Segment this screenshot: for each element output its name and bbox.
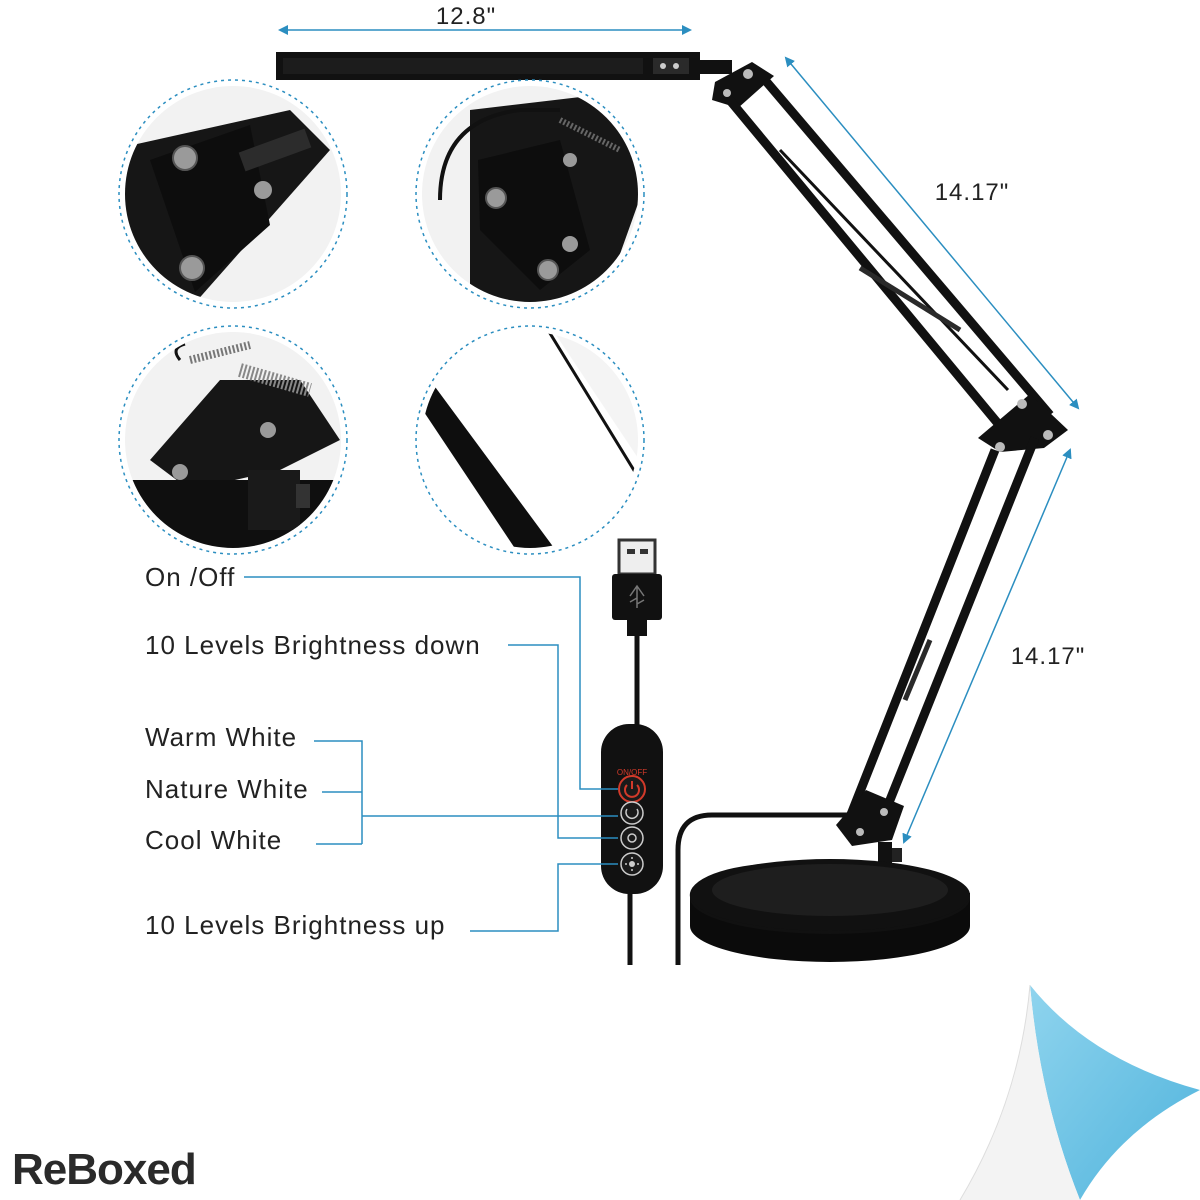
upper-joint [712, 62, 774, 108]
label-on-off: On /Off [145, 562, 235, 592]
dimension-head-width: 12.8" [278, 3, 692, 35]
dimension-lower-arm: 14.17" [902, 448, 1086, 844]
color-temperature-icon [627, 833, 637, 843]
dimension-upper-arm-label: 14.17" [935, 179, 1010, 206]
dimension-upper-arm: 14.17" [784, 56, 1080, 410]
label-cool-white: Cool White [145, 825, 282, 855]
brand-logo: ReBoxed [12, 1145, 196, 1194]
controller-marking: ON/OFF [617, 768, 647, 777]
controller-button-brightness-up[interactable] [620, 852, 644, 876]
label-nature-white: Nature White [145, 774, 309, 804]
controller-button-brightness-down[interactable] [620, 801, 644, 825]
detail-led-panel [415, 325, 645, 555]
page-curl [959, 984, 1200, 1200]
label-warm-white: Warm White [145, 722, 297, 752]
elbow-joint [978, 394, 1068, 452]
controller-button-power[interactable] [618, 775, 646, 803]
label-brightness-up: 10 Levels Brightness up [145, 910, 446, 940]
lamp-base [689, 859, 970, 962]
detail-elbow-joint [415, 79, 645, 309]
label-brightness-down: 10 Levels Brightness down [145, 630, 481, 660]
detail-spring-joint [118, 325, 348, 555]
power-icon [624, 781, 640, 798]
inline-controller: ON/OFF [601, 724, 663, 894]
leader-lines [244, 576, 618, 932]
power-cable [675, 812, 848, 965]
lamp-head [276, 52, 732, 80]
detail-head-joint [118, 79, 348, 309]
brightness-up-icon [625, 857, 639, 871]
brightness-down-icon [625, 808, 639, 819]
upper-arm [724, 77, 1054, 435]
desk-lamp [276, 52, 1068, 965]
lower-arm [843, 436, 1040, 824]
controller-button-color-temperature[interactable] [620, 826, 644, 850]
feature-labels: On /Off 10 Levels Brightness down Warm W… [145, 562, 481, 940]
dimension-lower-arm-label: 14.17" [1011, 643, 1086, 670]
usb-cable [612, 538, 662, 965]
dimension-head-width-label: 12.8" [436, 3, 496, 30]
